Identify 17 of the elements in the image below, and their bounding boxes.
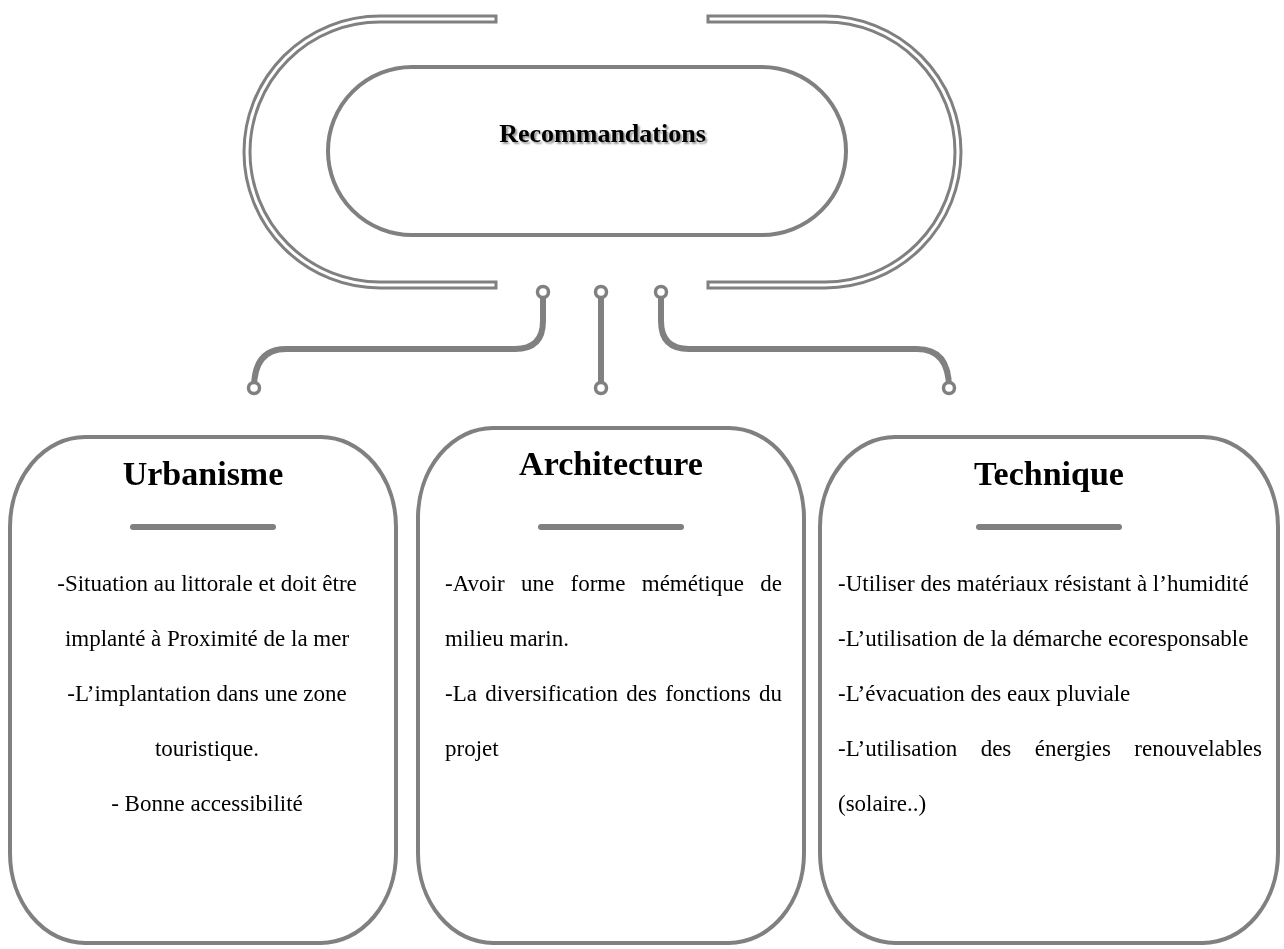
pill-frame [240,12,965,292]
card-heading: Urbanisme [121,454,285,494]
pill-title: Recommandations [498,119,707,149]
connector-line [593,284,609,396]
bullet-text: -L’implantation dans une zone touristique. [66,680,348,763]
bullet-text: -Situation au littorale et doit être implanté à Proximité de la mer [56,570,358,653]
bullet-text: - Bonne accessibilité [110,790,304,818]
connector-line [653,284,957,396]
bullet-text: -L’utilisation de la démarche ecoresponsable [838,625,1250,653]
bullet-text: -L’utilisation des énergies renouvelables (solaire..) [838,735,1262,818]
card-heading: Technique [973,454,1125,494]
bullet-text: -L’évacuation des eaux pluviale [838,680,1132,708]
bullet-text: -Utiliser des matériaux résistant à l’humidité [838,570,1250,598]
connector-line [246,284,551,396]
bullet-text: -Avoir une forme mémétique de milieu marin. [445,570,782,653]
card-heading: Architecture [518,444,704,484]
bullet-text: -La diversification des fonctions du projet [445,680,782,763]
